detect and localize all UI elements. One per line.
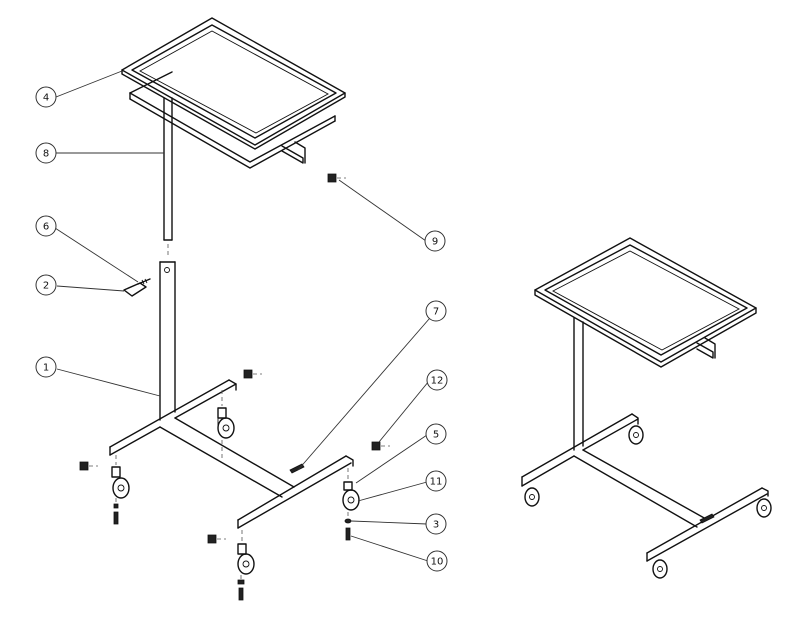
lower-pole	[159, 261, 176, 421]
assembled-base	[521, 413, 769, 562]
tray-part	[121, 17, 346, 150]
callout-2: 2	[35, 274, 57, 296]
assembled-casters	[524, 425, 772, 579]
tension-knob	[123, 278, 151, 297]
callout-3: 3	[425, 513, 447, 535]
callout-5-label: 5	[433, 430, 439, 441]
casters	[111, 390, 360, 575]
callout-11: 11	[425, 470, 447, 492]
exploded-view	[54, 17, 437, 601]
callout-8-label: 8	[43, 149, 49, 160]
upper-pole	[163, 97, 173, 241]
bolts-and-washers	[113, 498, 352, 601]
callout-1-label: 1	[43, 363, 49, 374]
wheel-bracket	[289, 463, 305, 474]
callout-9-label: 9	[432, 237, 438, 248]
base-frame	[109, 379, 354, 529]
tray-support-frame	[129, 71, 336, 169]
callout-4: 4	[35, 86, 57, 108]
callout-balloons: 4 8 6 2 1 9 7 12	[35, 86, 448, 572]
callout-11-label: 11	[430, 477, 443, 488]
callout-9: 9	[424, 230, 446, 252]
callout-7-label: 7	[433, 307, 439, 318]
callout-6: 6	[35, 215, 57, 237]
callout-12-label: 12	[431, 376, 444, 387]
callout-3-label: 3	[433, 520, 439, 531]
callout-2-label: 2	[43, 281, 49, 292]
callout-1: 1	[35, 356, 57, 378]
callout-5: 5	[425, 423, 447, 445]
callout-10: 10	[426, 550, 448, 572]
callout-8: 8	[35, 142, 57, 164]
callout-7: 7	[425, 300, 447, 322]
callout-10-label: 10	[431, 557, 444, 568]
callout-12: 12	[426, 369, 448, 391]
assembled-tray	[534, 237, 757, 368]
callout-4-label: 4	[43, 93, 49, 104]
end-caps	[79, 173, 390, 544]
leader-lines	[54, 70, 437, 562]
assembled-pole	[573, 317, 584, 451]
callout-6-label: 6	[43, 222, 49, 233]
assembled-view	[521, 237, 772, 579]
